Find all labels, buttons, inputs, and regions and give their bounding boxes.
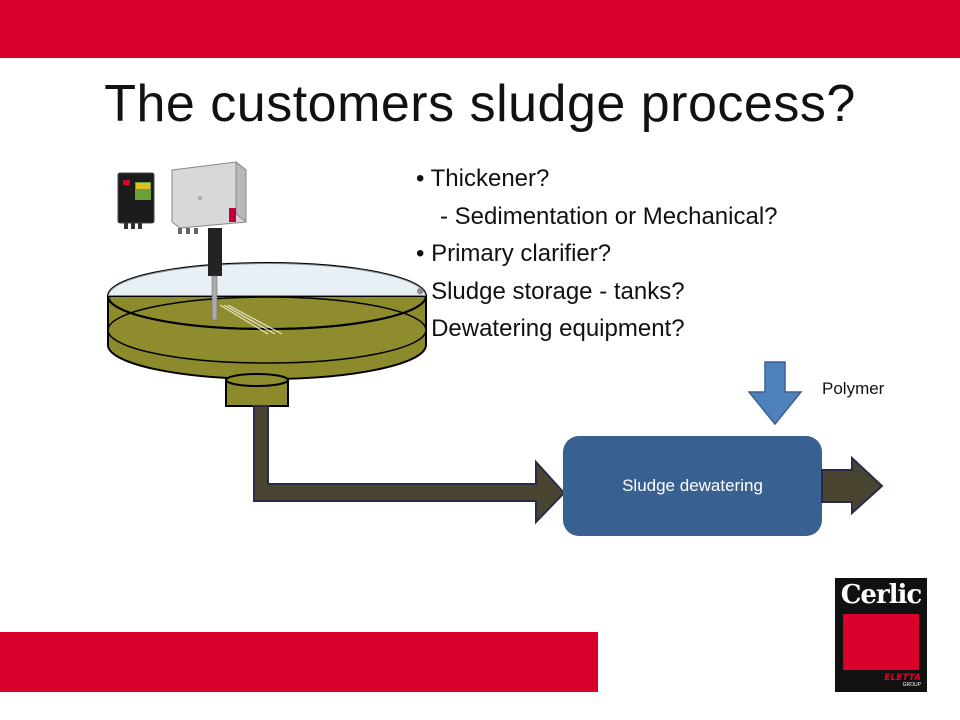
logo-red-block [843,614,919,670]
bullet-sedimentation: - Sedimentation or Mechanical? [440,202,778,230]
controller-unit-black [117,172,155,229]
bottom-red-bar [0,632,598,692]
sludge-dewatering-box [563,436,822,536]
bullet-list: • Thickener? - Sedimentation or Mechanic… [416,160,778,348]
logo-group-sub: GROUP [902,682,921,688]
output-arrow [821,455,884,516]
bullet-thickener: • Thickener? [416,165,550,192]
bullet-sludge-storage: • Sludge storage - tanks? [416,277,685,305]
polymer-arrow [747,361,803,426]
slide-title: The customers sludge process? [104,75,856,133]
controller-unit-grey [171,160,247,234]
sludge-flow-arrow [253,405,566,525]
logo-wordmark: Cerlic [840,580,923,610]
bullet-dewatering-equipment: • Dewatering equipment? [416,315,685,342]
bullet-primary-clarifier: • Primary clarifier? [416,240,612,267]
top-red-bar [0,0,960,58]
sludge-dewatering-label: Sludge dewatering [622,476,763,495]
sensor-probe [208,228,283,335]
polymer-label: Polymer [822,379,885,398]
tank [107,262,427,407]
cerlic-logo: Cerlic ELETTA GROUP [835,578,927,692]
logo-group-text: ELETTA [884,673,921,683]
